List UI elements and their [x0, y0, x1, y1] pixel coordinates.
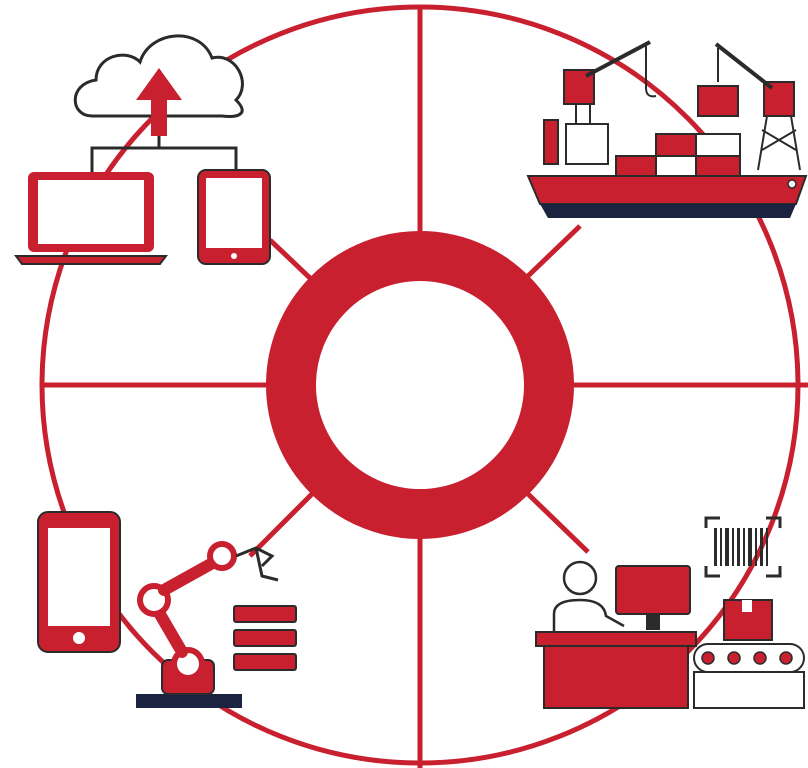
conveyor-stand [693, 671, 805, 709]
container [655, 155, 697, 179]
container-stack [615, 133, 741, 179]
hanging-container [697, 85, 739, 117]
laptop-icon [14, 172, 168, 265]
upload-arrow-head [136, 68, 182, 100]
ship-bridge [565, 123, 609, 165]
ship-porthole [787, 179, 797, 189]
server-stack-icon [233, 605, 297, 671]
container [615, 155, 657, 179]
server-unit [233, 653, 297, 671]
crane-left-hook [645, 46, 657, 98]
tablet-icon [197, 169, 271, 265]
crane-right [697, 42, 801, 171]
robot-upper-arm [158, 554, 224, 596]
hub-ring [266, 231, 574, 539]
barcode-frame [704, 516, 782, 578]
server-unit [233, 605, 297, 623]
monitor-stand [646, 614, 660, 630]
crane-left-boom [585, 40, 651, 78]
server-unit [233, 629, 297, 647]
ship-hull [526, 175, 808, 205]
desk-front [543, 645, 689, 709]
upload-arrow-stem [151, 96, 167, 136]
cargo-ship-icon [526, 40, 808, 218]
robotic-arm-icon [136, 541, 279, 708]
conveyor-roller [727, 651, 741, 665]
barcode-bars [714, 528, 768, 566]
crane-right-boom [714, 42, 774, 90]
tablet-button [231, 253, 237, 259]
desk-top [535, 631, 697, 647]
connector-lines [90, 136, 238, 172]
robot-gripper [235, 546, 279, 582]
smartphone-icon [37, 511, 121, 653]
spoke-bottom-left [248, 492, 314, 558]
phone-display [48, 528, 110, 626]
tablet-display [206, 178, 262, 248]
laptop-base [14, 255, 168, 265]
spoke-bottom-right [526, 492, 590, 554]
person-body [552, 598, 625, 632]
spoke-top-left [268, 238, 312, 280]
barcode-icon [704, 516, 782, 578]
laptop-display [38, 180, 144, 244]
monitor-screen [615, 565, 691, 615]
conveyor-roller [779, 651, 793, 665]
cloud-upload-icon [73, 34, 244, 172]
conveyor-roller [701, 651, 715, 665]
ship-funnel [543, 119, 559, 165]
conveyor-roller [753, 651, 767, 665]
phone-home-button [73, 632, 85, 644]
spoke-top-right [526, 224, 582, 278]
wheel [39, 4, 808, 768]
crane-right-tower [757, 109, 801, 171]
container [695, 155, 741, 179]
robot-base [136, 694, 242, 708]
package-tape [742, 600, 752, 612]
warehouse-checkout-icon [535, 516, 805, 709]
ship-keel [540, 204, 796, 218]
person-head [562, 560, 598, 596]
robot-wrist-joint [207, 541, 237, 571]
container [655, 133, 697, 157]
container [695, 133, 741, 157]
